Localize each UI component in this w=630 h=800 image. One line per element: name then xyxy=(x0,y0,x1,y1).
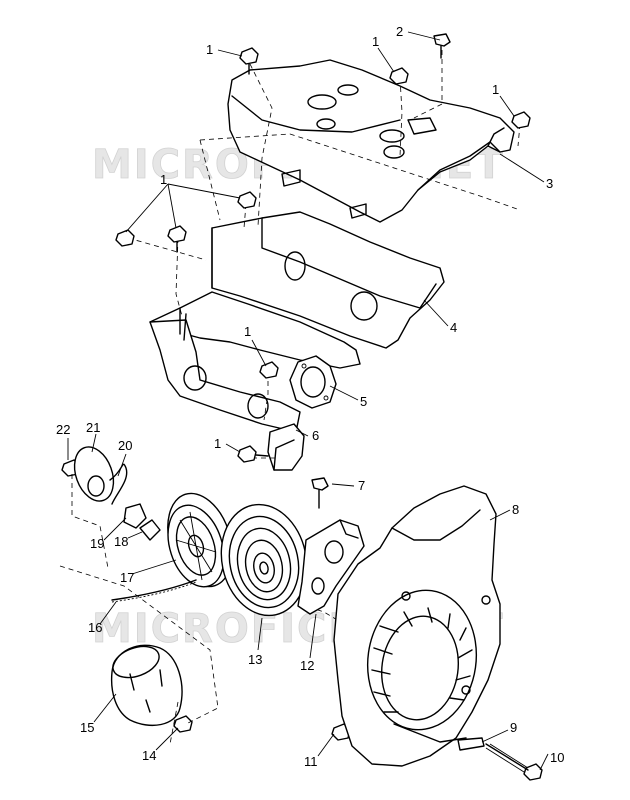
starter-rope xyxy=(111,579,197,601)
callout-1: 1 xyxy=(244,324,251,339)
hex-bolt-icon xyxy=(433,33,451,59)
pawl-pin xyxy=(139,519,161,541)
hex-bolt-icon xyxy=(115,229,135,247)
recoil-spring xyxy=(220,503,308,617)
callout-8: 8 xyxy=(512,502,519,517)
drive-pulley-disc xyxy=(73,446,115,502)
spring-clip xyxy=(109,463,128,505)
callout-4: 4 xyxy=(450,320,457,335)
small-bracket xyxy=(267,423,305,471)
callout-1: 1 xyxy=(206,42,213,57)
callout-1: 1 xyxy=(160,172,167,187)
hex-bolt-icon xyxy=(511,111,531,129)
leader-lines xyxy=(67,31,549,771)
callout-16: 16 xyxy=(88,620,102,635)
hex-bolt-icon xyxy=(167,225,187,253)
callout-1: 1 xyxy=(372,34,379,49)
callout-13: 13 xyxy=(248,652,262,667)
callout-6: 6 xyxy=(312,428,319,443)
lower-bracket-tray xyxy=(149,211,445,433)
upper-shroud-cover xyxy=(227,59,515,223)
callout-19: 19 xyxy=(90,536,104,551)
callout-7: 7 xyxy=(358,478,365,493)
alignment-lines-upper xyxy=(127,50,521,459)
hex-bolt-icon xyxy=(237,445,269,463)
callout-21: 21 xyxy=(86,420,100,435)
hex-bolt-icon xyxy=(173,715,193,733)
callout-22: 22 xyxy=(56,422,70,437)
starter-pulley-reel xyxy=(167,492,233,588)
callout-20: 20 xyxy=(118,438,132,453)
callout-3: 3 xyxy=(546,176,553,191)
callout-9: 9 xyxy=(510,720,517,735)
callout-15: 15 xyxy=(80,720,94,735)
ratchet-bracket xyxy=(297,519,365,615)
callout-5: 5 xyxy=(360,394,367,409)
retaining-clip xyxy=(457,737,485,751)
ratchet-pawl xyxy=(123,503,147,529)
fan-housing xyxy=(333,485,501,767)
hex-bolt-icon xyxy=(389,67,409,85)
hex-bolt-icon xyxy=(259,361,279,379)
callout-11: 11 xyxy=(304,754,318,769)
callout-2: 2 xyxy=(396,24,403,39)
hex-bolt-icon xyxy=(239,47,259,75)
callout-12: 12 xyxy=(300,658,314,673)
hex-bolt-icon xyxy=(523,763,543,781)
hex-bolt-icon xyxy=(311,477,329,509)
callout-1: 1 xyxy=(492,82,499,97)
callout-18: 18 xyxy=(114,534,128,549)
rope-handle-cup xyxy=(110,644,183,727)
hex-bolt-icon xyxy=(237,191,257,209)
gasket-plate xyxy=(289,355,337,409)
callout-1: 1 xyxy=(214,436,221,451)
callout-10: 10 xyxy=(550,750,564,765)
callout-numbers: 1 1 2 1 3 1 4 1 5 6 1 7 8 9 10 11 12 13 … xyxy=(56,24,564,769)
callout-17: 17 xyxy=(120,570,134,585)
callout-14: 14 xyxy=(142,748,156,763)
long-bolt-shaft xyxy=(485,743,529,771)
